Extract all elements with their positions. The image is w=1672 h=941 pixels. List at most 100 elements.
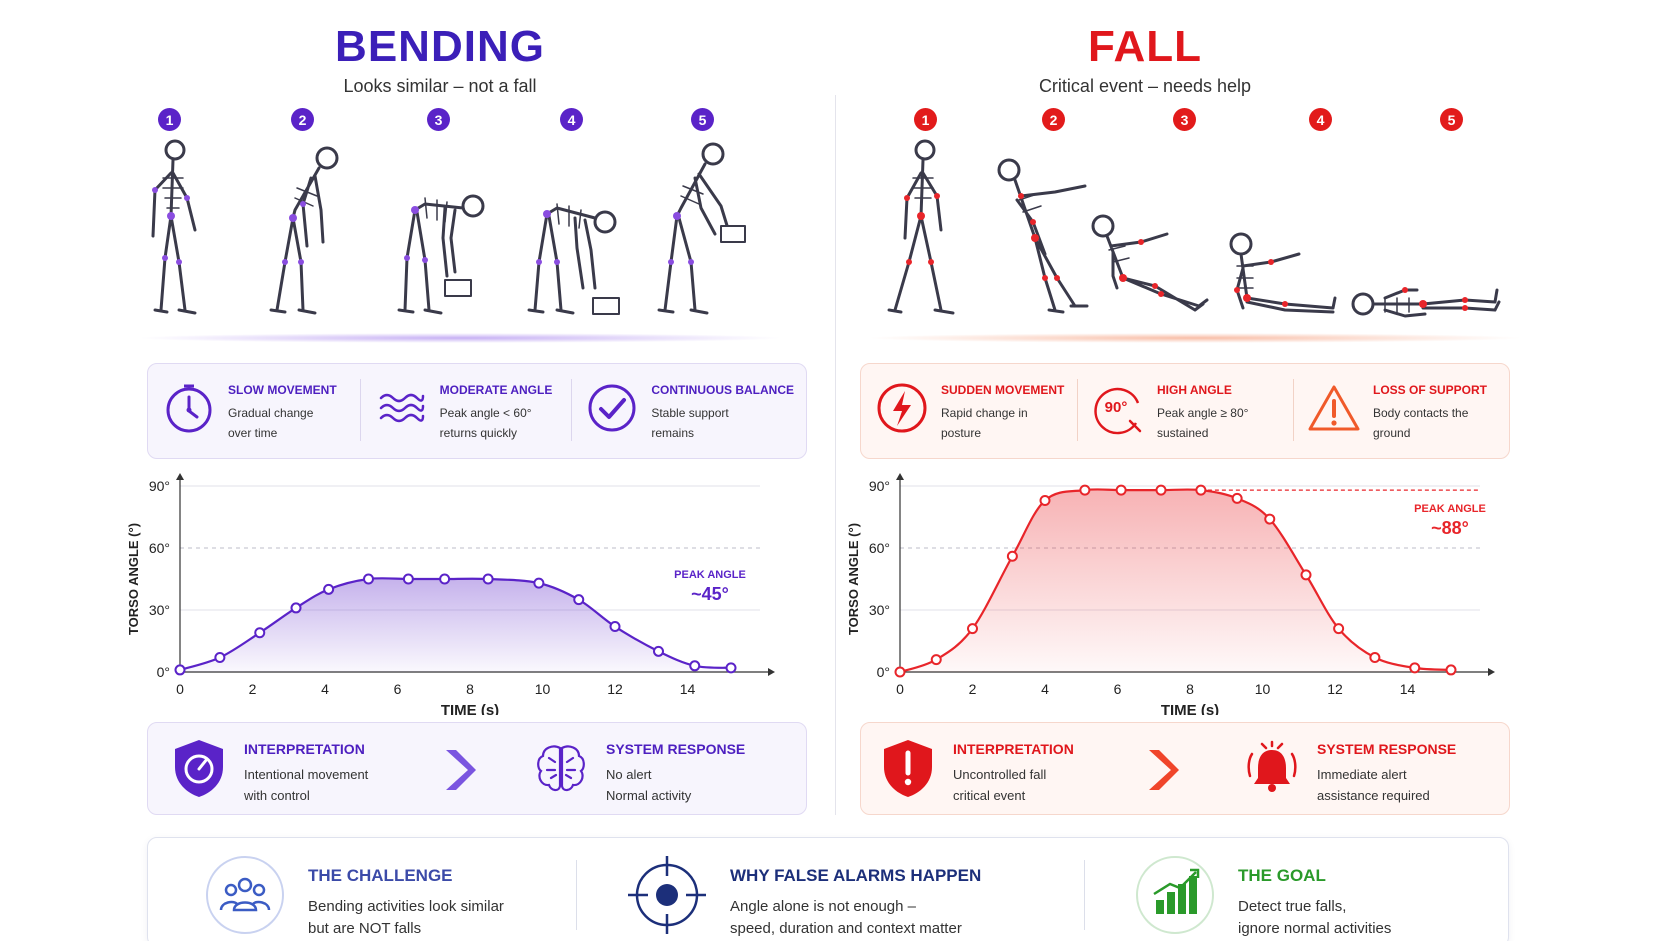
feature-desc: Rapid change in posture	[941, 406, 1028, 440]
x-axis-arrow	[768, 668, 775, 676]
bending-interpretation: INTERPRETATION Intentional movement with…	[166, 735, 368, 806]
warning-icon	[1305, 379, 1363, 437]
series-area	[180, 578, 731, 672]
data-point	[653, 645, 664, 657]
series-area	[900, 489, 1451, 672]
bending-floor-glow	[135, 333, 785, 343]
footer-title: WHY FALSE ALARMS HAPPEN	[730, 866, 982, 885]
feature-desc: Peak angle ≥ 80° sustained	[1157, 406, 1249, 440]
x-tick-label: 12	[1327, 681, 1343, 697]
interpretation-line: Uncontrolled fall	[953, 767, 1047, 782]
footer-line: Angle alone is not enough –	[730, 898, 916, 915]
feature-sudden-movement: SUDDEN MOVEMENT Rapid change in posture	[861, 379, 1077, 443]
fall-step-badge: 1	[914, 108, 937, 131]
x-tick-label: 14	[1400, 681, 1416, 697]
feature-title: MODERATE ANGLE	[439, 383, 553, 397]
footer-line: Detect true falls,	[1238, 898, 1347, 915]
feature-desc: Peak angle < 60° returns quickly	[439, 406, 532, 440]
response-line: assistance required	[1317, 788, 1430, 803]
data-point	[482, 573, 494, 585]
angle-90-icon: 90°	[1089, 379, 1147, 437]
feature-title: CONTINUOUS BALANCE	[651, 383, 795, 397]
data-point	[1369, 652, 1381, 664]
data-point	[1231, 492, 1243, 504]
data-point	[967, 623, 978, 635]
clock-icon	[160, 379, 218, 437]
x-tick-label: 6	[394, 681, 402, 697]
x-tick-label: 10	[535, 681, 551, 697]
feature-desc: Stable support remains	[651, 406, 729, 440]
x-tick-label: 8	[1186, 681, 1194, 697]
summary-footer: THE CHALLENGE Bending activities look si…	[147, 837, 1509, 941]
fall-skeleton-sequence	[887, 139, 1501, 318]
interpretation-line: critical event	[953, 788, 1026, 803]
skeleton-figure-lifting	[527, 203, 620, 315]
footer-title: THE CHALLENGE	[308, 866, 453, 885]
column-divider	[835, 95, 836, 815]
data-point	[573, 594, 585, 606]
shield-exclamation-icon	[875, 735, 941, 801]
bending-column: BENDING Looks similar – not a fall 1 2 3…	[125, 0, 815, 820]
data-point	[1079, 484, 1091, 496]
interpretation-line: with control	[244, 788, 310, 803]
bar-chart-icon	[1134, 854, 1216, 936]
bending-outcome-panel: INTERPRETATION Intentional movement with…	[147, 722, 807, 815]
x-tick-label: 0	[896, 681, 904, 697]
fall-step-badge: 3	[1173, 108, 1196, 131]
wave-icon	[372, 379, 430, 437]
fall-characteristics-panel: SUDDEN MOVEMENT Rapid change in posture …	[860, 363, 1510, 459]
bending-title: BENDING	[335, 22, 545, 71]
feature-title: HIGH ANGLE	[1157, 383, 1232, 397]
y-axis-arrow	[176, 473, 184, 480]
data-point	[1445, 664, 1457, 676]
shield-gauge-icon	[166, 735, 232, 801]
response-line: Normal activity	[606, 788, 692, 803]
brain-icon	[528, 735, 594, 801]
y-axis-arrow	[896, 473, 904, 480]
data-point	[725, 662, 737, 674]
data-point	[402, 573, 414, 585]
bending-step-badge: 1	[158, 108, 181, 131]
footer-goal: THE GOAL Detect true falls, ignore norma…	[1134, 854, 1391, 940]
feature-desc: Gradual change over time	[228, 406, 314, 440]
skeleton-figure-deep-bend	[397, 194, 485, 315]
data-point	[174, 664, 186, 676]
bending-characteristics-panel: SLOW MOVEMENT Gradual change over time M…	[147, 363, 807, 459]
data-point	[930, 654, 942, 666]
feature-continuous-balance: CONTINUOUS BALANCE Stable support remain…	[571, 379, 806, 443]
x-tick-label: 2	[249, 681, 257, 697]
y-tick-label: 0°	[157, 664, 170, 680]
feature-high-angle: 90° HIGH ANGLE Peak angle ≥ 80° sustaine…	[1077, 379, 1293, 443]
peak-angle-label: PEAK ANGLE	[1414, 503, 1486, 515]
feature-slow-movement: SLOW MOVEMENT Gradual change over time	[148, 379, 360, 443]
footer-line: ignore normal activities	[1238, 920, 1392, 937]
footer-line: speed, duration and context matter	[730, 920, 962, 937]
footer-challenge: THE CHALLENGE Bending activities look si…	[204, 854, 504, 940]
x-tick-label: 14	[680, 681, 696, 697]
lightning-icon	[873, 379, 931, 437]
data-point	[214, 652, 226, 664]
data-point	[439, 573, 451, 585]
footer-separator	[1084, 860, 1085, 930]
peak-angle-value: ~88°	[1431, 518, 1469, 538]
response-line: Immediate alert	[1317, 767, 1407, 782]
y-tick-label: 30°	[149, 602, 170, 618]
data-point	[1300, 569, 1312, 581]
y-tick-label: 90°	[869, 478, 890, 494]
bending-step-badge: 2	[291, 108, 314, 131]
y-axis-label: TORSO ANGLE (°)	[846, 523, 861, 635]
x-tick-label: 6	[1114, 681, 1122, 697]
bending-system-response: SYSTEM RESPONSE No alert Normal activity	[528, 735, 745, 806]
data-point	[1039, 494, 1051, 506]
x-axis-label: TIME (s)	[1161, 702, 1219, 715]
data-point	[363, 573, 374, 585]
data-point	[1155, 484, 1167, 496]
y-tick-label: 0°	[877, 664, 890, 680]
check-circle-icon	[583, 379, 641, 437]
data-point	[1006, 550, 1018, 562]
data-point	[1264, 513, 1276, 525]
fall-interpretation: INTERPRETATION Uncontrolled fall critica…	[875, 735, 1074, 806]
fall-step-badge: 5	[1440, 108, 1463, 131]
